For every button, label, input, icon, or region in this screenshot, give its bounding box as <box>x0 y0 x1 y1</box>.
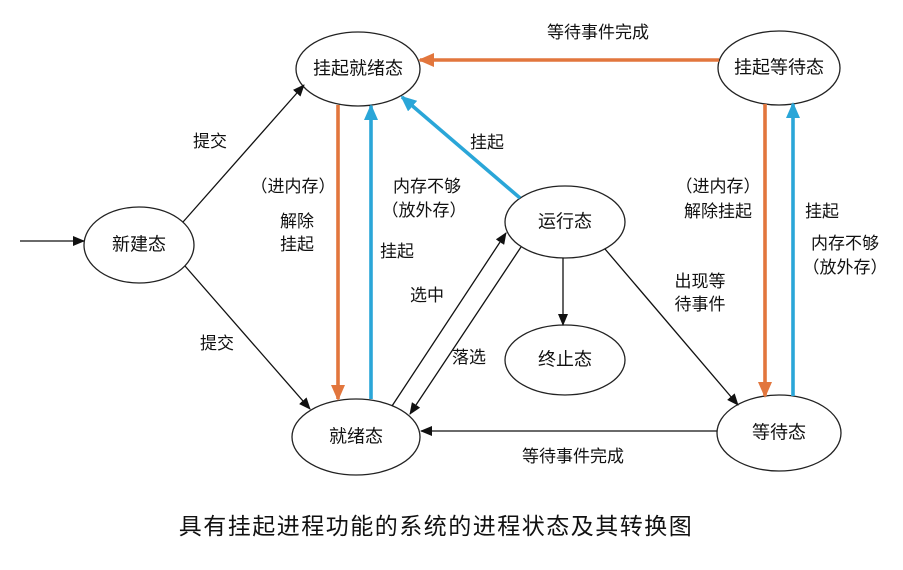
label-ready-to-suspended-ready-note2: （放外存） <box>382 201 467 221</box>
state-ready-label: 就绪态 <box>329 427 383 448</box>
state-ready: 就绪态 <box>291 398 421 476</box>
arrow-ready-to-running <box>391 232 507 407</box>
state-waiting-label: 等待态 <box>752 423 806 444</box>
state-running-label: 运行态 <box>538 212 592 233</box>
state-suspended-wait: 挂起等待态 <box>717 30 841 106</box>
state-new-label: 新建态 <box>112 235 166 256</box>
label-suspended-ready-to-ready-line2: 挂起 <box>280 235 314 255</box>
state-new: 新建态 <box>83 206 195 284</box>
label-ready-to-running: 选中 <box>410 286 444 306</box>
label-new-to-suspended-ready: 提交 <box>193 132 227 152</box>
state-suspended-ready-shape <box>295 31 421 107</box>
label-suspended-wait-to-waiting: 解除挂起 <box>684 202 752 222</box>
label-running-to-suspended-ready: 挂起 <box>470 133 504 153</box>
arrow-new-to-ready <box>184 265 311 410</box>
label-suspended-ready-to-ready-line1: 解除 <box>280 212 314 232</box>
label-suspended-wait-to-suspended-ready: 等待事件完成 <box>547 23 649 43</box>
arrow-running-to-waiting <box>604 248 739 406</box>
arrow-running-to-suspended-ready <box>400 95 522 200</box>
label-waiting-to-ready: 等待事件完成 <box>522 447 624 467</box>
state-suspended-ready: 挂起就绪态 <box>295 31 421 107</box>
label-running-to-waiting-line1: 出现等 <box>675 272 726 292</box>
label-running-to-waiting-line2: 待事件 <box>675 295 726 315</box>
state-waiting-shape <box>716 394 842 472</box>
state-running-shape <box>504 185 626 259</box>
state-running: 运行态 <box>504 185 626 259</box>
state-suspended-ready-label: 挂起就绪态 <box>313 59 403 80</box>
label-waiting-to-suspended-wait-note2: （放外存） <box>803 258 888 278</box>
label-waiting-to-suspended-wait-note1: 内存不够 <box>811 234 879 254</box>
diagram-caption: 具有挂起进程功能的系统的进程状态及其转换图 <box>179 514 694 540</box>
state-terminated: 终止态 <box>504 324 626 396</box>
state-terminated-label: 终止态 <box>538 350 592 371</box>
label-waiting-to-suspended-wait: 挂起 <box>805 202 839 222</box>
label-ready-to-suspended-ready: 挂起 <box>380 242 414 262</box>
arrow-running-to-ready <box>409 246 522 415</box>
label-running-to-ready: 落选 <box>452 348 486 368</box>
arrow-new-to-suspended-ready <box>182 84 305 223</box>
label-ready-to-suspended-ready-note1: 内存不够 <box>393 177 461 197</box>
state-waiting: 等待态 <box>716 394 842 472</box>
state-suspended-wait-label: 挂起等待态 <box>734 58 824 79</box>
label-suspended-wait-to-waiting-note: （进内存） <box>676 177 761 197</box>
label-new-to-ready: 提交 <box>200 334 234 354</box>
state-suspended-wait-shape <box>717 30 841 106</box>
state-ready-shape <box>291 398 421 476</box>
label-suspended-ready-to-ready-note: （进内存） <box>251 177 336 197</box>
